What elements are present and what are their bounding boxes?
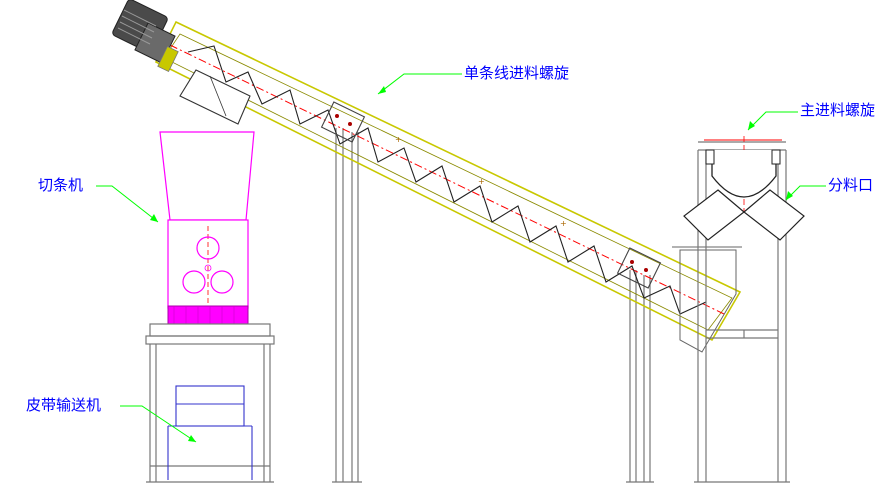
label-cutter: 切条机	[38, 176, 84, 194]
label-distributor-outlet: 分料口	[828, 176, 874, 194]
svg-text:+: +	[395, 135, 402, 144]
leader-belt-conveyor	[120, 405, 197, 443]
leader-distributor-outlet	[785, 185, 826, 201]
belt-conveyor	[145, 323, 275, 483]
leader-lines	[96, 73, 826, 443]
belt-conveyor-inner	[167, 385, 253, 480]
screw-inlet-hopper	[179, 69, 251, 125]
distributor-outlet	[683, 189, 805, 241]
svg-text:+: +	[478, 177, 485, 186]
label-single-feed-screw: 单条线进料螺旋	[464, 64, 570, 82]
leader-single-feed-screw	[377, 73, 462, 95]
label-main-feed-screw: 主进料螺旋	[800, 101, 876, 119]
cutter-base	[167, 305, 249, 325]
main-feed-hopper	[704, 136, 782, 212]
leader-main-feed-screw	[747, 111, 798, 131]
single-line-feed-screw: + + +	[154, 20, 742, 353]
leader-cutter	[96, 185, 159, 223]
label-belt-conveyor: 皮带输送机	[26, 396, 102, 414]
screw-bracket-right	[616, 247, 662, 289]
roller-icon	[182, 236, 234, 294]
svg-text:+: +	[560, 219, 567, 228]
cutter-machine	[159, 131, 255, 325]
screw-discharge-end	[679, 249, 737, 353]
motor-gearbox-icon	[112, 0, 179, 73]
screw-support-legs	[332, 128, 654, 483]
screw-bracket-left	[320, 101, 366, 143]
screw-flight	[187, 45, 707, 315]
cutter-hopper	[159, 131, 255, 221]
